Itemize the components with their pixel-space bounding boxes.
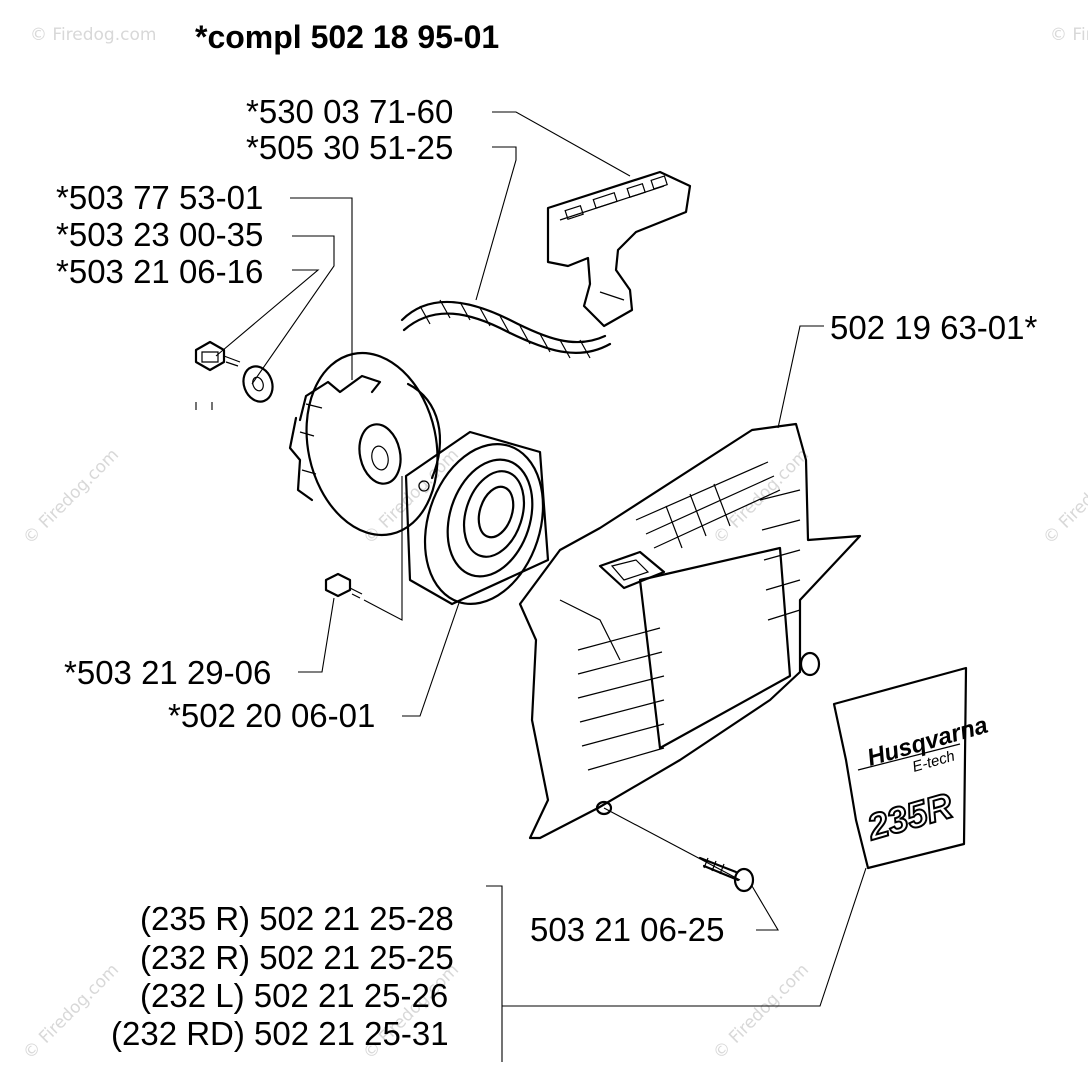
starter-pulley <box>288 351 442 537</box>
part-label-pulley: *503 77 53-01 <box>56 179 264 216</box>
cover-decal: Husqvarna E-tech 235R <box>832 666 991 870</box>
decal-variant: (232 L) 502 21 25-26 <box>140 977 449 1014</box>
watermark: © Firedog.com <box>1039 445 1088 549</box>
part-label-cover: 502 19 63-01* <box>830 309 1038 346</box>
cover-screw <box>698 856 755 893</box>
watermark: © Firedog.com <box>30 25 156 45</box>
starter-handle <box>546 170 692 328</box>
starter-rope <box>400 299 612 359</box>
part-label-spring-cassette: *502 20 06-01 <box>168 697 376 734</box>
washer <box>242 365 274 403</box>
part-label-cover-screw: 503 21 06-25 <box>530 911 725 948</box>
watermark: © Firedog.com <box>19 445 123 549</box>
decal-model: 235R <box>862 785 957 848</box>
decal-variant: (232 R) 502 21 25-25 <box>140 939 454 976</box>
leader-lines <box>195 111 867 1062</box>
watermark: © Firedog.com <box>19 960 123 1064</box>
center-screw <box>194 340 241 372</box>
part-label-handle: *530 03 71-60 <box>246 93 454 130</box>
part-label-rope: *505 30 51-25 <box>246 129 454 166</box>
part-label-washer: *503 23 00-35 <box>56 216 264 253</box>
part-label-cassette-screw: *503 21 29-06 <box>64 654 272 691</box>
starter-cover <box>518 422 862 840</box>
assembly-title: *compl 502 18 95-01 <box>195 19 500 55</box>
decal-variant: (232 RD) 502 21 25-31 <box>111 1015 449 1052</box>
decal-variant: (235 R) 502 21 25-28 <box>140 900 454 937</box>
watermark: © Firedog.com <box>1050 25 1088 45</box>
part-label-center-screw: *503 21 06-16 <box>56 253 264 290</box>
watermark: © Firedog.com <box>709 445 813 549</box>
spring-cassette <box>404 430 550 606</box>
watermark: © Firedog.com <box>709 960 813 1064</box>
cassette-screw <box>324 572 363 599</box>
